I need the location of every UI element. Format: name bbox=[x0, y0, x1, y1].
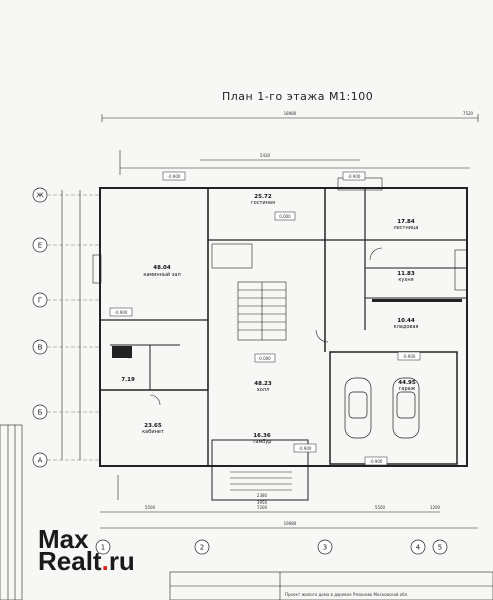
axis-bubble-h0 bbox=[95, 539, 111, 555]
room-name-stair: лестница bbox=[394, 225, 419, 231]
dim-b1: 5500 bbox=[145, 505, 156, 510]
room-name-storage: кладовая bbox=[394, 324, 419, 330]
dim-top-mid: 5430 bbox=[260, 153, 271, 158]
watermark-line1: Max bbox=[38, 524, 89, 554]
room-name-hall: каминный зал bbox=[143, 271, 180, 278]
watermark-ru: ru bbox=[108, 546, 135, 576]
axis-label-Г: Г bbox=[38, 297, 42, 305]
room-name-center: холл bbox=[257, 387, 269, 393]
dim-b3: 5500 bbox=[375, 505, 386, 510]
dim-porch-w2: 3950 bbox=[257, 500, 268, 505]
room-area-kitchen: 11.83 bbox=[397, 271, 415, 277]
watermark-dot: . bbox=[101, 546, 109, 576]
watermark-logo: Max Realt.ru bbox=[38, 524, 135, 574]
dim-total-top: 18980 bbox=[284, 111, 297, 116]
axis-label-Ж: Ж bbox=[36, 192, 44, 200]
dim-top-right: 7520 bbox=[463, 111, 474, 116]
plan-title: План 1-го этажа М1:100 bbox=[222, 90, 374, 103]
dim-b2: 7200 bbox=[257, 505, 268, 510]
room-name-kitchen: кухня bbox=[398, 277, 413, 283]
level-mark: -0.900 bbox=[299, 446, 312, 451]
axis-bubble-h4 bbox=[432, 539, 448, 555]
room-name-porch: тамбур bbox=[253, 439, 272, 445]
room-area-cabinet: 23.65 bbox=[144, 423, 162, 429]
axis-label-Б: Б bbox=[38, 409, 43, 417]
level-mark: 0.000 bbox=[279, 214, 291, 219]
axis-label-1: 1 bbox=[101, 544, 105, 552]
level-mark: -0.900 bbox=[370, 459, 383, 464]
room-area-stair: 17.84 bbox=[397, 219, 415, 225]
axis-label-А: А bbox=[38, 457, 43, 465]
title-block-text: Проект жилого дома в деревне Рязаново Мо… bbox=[285, 592, 409, 597]
level-mark: -0.900 bbox=[348, 174, 361, 179]
dim-bottom-total: 19680 bbox=[284, 521, 297, 526]
axis-label-3: 3 bbox=[323, 544, 327, 552]
level-mark: 0.000 bbox=[259, 356, 271, 361]
level-mark: -0.900 bbox=[403, 354, 416, 359]
room-area-gostinaya: 25.72 bbox=[254, 194, 272, 200]
room-name-garage: гараж bbox=[399, 386, 416, 392]
dim-b4: 1200 bbox=[430, 505, 441, 510]
room-name-cabinet: кабинет bbox=[142, 429, 164, 435]
axis-bubble-h2 bbox=[317, 539, 333, 555]
watermark-line2: Realt.ru bbox=[38, 548, 135, 574]
axis-label-4: 4 bbox=[416, 544, 421, 552]
room-area-center: 48.23 bbox=[254, 381, 272, 387]
room-area-wc: 7.19 bbox=[121, 377, 135, 383]
room-area-hall: 48.04 bbox=[153, 265, 171, 271]
level-mark: -0.900 bbox=[168, 174, 181, 179]
level-mark: -0.900 bbox=[115, 310, 128, 315]
watermark-realt: Realt bbox=[38, 546, 102, 576]
axis-label-В: В bbox=[38, 344, 43, 352]
axis-label-2: 2 bbox=[200, 544, 204, 552]
dim-porch-w: 2380 bbox=[257, 493, 268, 498]
axis-bubble-h3 bbox=[410, 539, 426, 555]
room-area-porch: 16.36 bbox=[253, 433, 271, 439]
room-name-gostinaya: гостиная bbox=[251, 200, 275, 206]
axis-bubble-h1 bbox=[194, 539, 210, 555]
room-area-storage: 10.44 bbox=[397, 318, 415, 324]
room-area-garage: 44.95 bbox=[398, 380, 416, 386]
axis-label-5: 5 bbox=[438, 544, 442, 552]
axis-label-Е: Е bbox=[38, 242, 42, 250]
